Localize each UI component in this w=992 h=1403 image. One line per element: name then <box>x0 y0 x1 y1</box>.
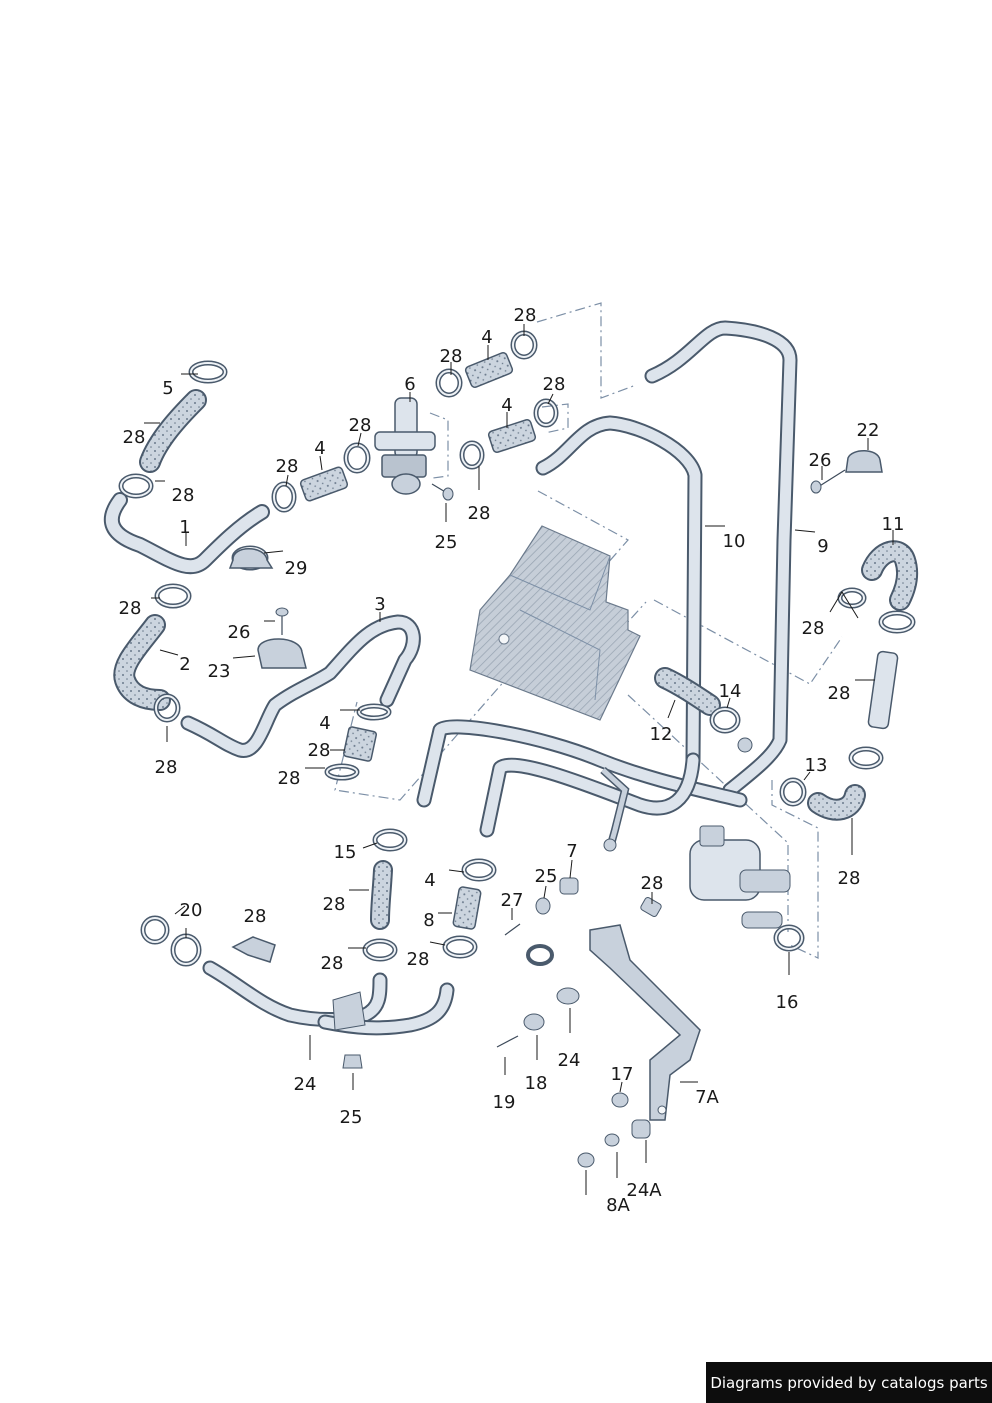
callout-label: 4 <box>314 438 325 459</box>
callout-label: 28 <box>838 868 861 889</box>
callout-label: 12 <box>650 724 673 745</box>
callout-label: 26 <box>228 622 251 643</box>
callout-label: 25 <box>340 1107 363 1128</box>
callout-label: 6 <box>404 374 415 395</box>
callout-label: 20 <box>180 900 203 921</box>
callout-label: 7A <box>695 1087 719 1108</box>
footer-credit: Diagrams provided by catalogs parts <box>706 1362 992 1403</box>
callout-label: 7 <box>566 841 577 862</box>
callout-label: 29 <box>285 558 308 579</box>
callout-label: 1 <box>179 517 190 538</box>
heat-shield-panel <box>469 525 641 721</box>
callout-label: 3 <box>374 594 385 615</box>
callout-label: 24 <box>558 1050 581 1071</box>
bracket-17 <box>589 924 701 1121</box>
callout-label: 28 <box>123 427 146 448</box>
callout-label: 24 <box>294 1074 317 1095</box>
callout-label: 15 <box>334 842 357 863</box>
bracket-22 <box>810 450 883 494</box>
callout-label: 28 <box>828 683 851 704</box>
callout-label: 25 <box>535 866 558 887</box>
callout-label: 28 <box>514 305 537 326</box>
callout-label: 8 <box>423 910 434 931</box>
callout-label: 14 <box>719 681 742 702</box>
callout-label: 23 <box>208 661 231 682</box>
callout-label: 16 <box>776 992 799 1013</box>
callout-label: 8A <box>606 1195 630 1216</box>
callout-label: 28 <box>119 598 142 619</box>
callout-label: 10 <box>723 531 746 552</box>
callout-label: 4 <box>424 870 435 891</box>
callout-label: 28 <box>407 949 430 970</box>
callout-label: 13 <box>805 755 828 776</box>
hose-clamps <box>118 330 916 967</box>
callout-label: 28 <box>468 503 491 524</box>
callout-label: 28 <box>349 415 372 436</box>
electric-pump <box>689 825 791 929</box>
callout-label: 18 <box>525 1073 548 1094</box>
callout-label: 11 <box>882 514 905 535</box>
callout-label: 28 <box>308 740 331 761</box>
callout-label: 28 <box>276 456 299 477</box>
clip-29 <box>228 548 274 569</box>
callout-label: 2 <box>179 654 190 675</box>
callout-label: 28 <box>440 346 463 367</box>
callout-label: 26 <box>809 450 832 471</box>
callout-label: 24A <box>626 1180 662 1201</box>
callout-label: 5 <box>162 378 173 399</box>
assembly-lines <box>334 302 843 959</box>
callout-label: 28 <box>323 894 346 915</box>
callout-label: 28 <box>155 757 178 778</box>
callout-label: 4 <box>501 395 512 416</box>
callout-label: 4 <box>319 713 330 734</box>
rigid-pipes <box>103 320 798 1036</box>
callout-labels: 28 4 28 6 4 28 28 5 28 28 4 28 1 25 28 2… <box>119 305 905 1216</box>
callout-label: 4 <box>481 327 492 348</box>
callout-label: 28 <box>543 374 566 395</box>
leader-lines <box>144 324 894 1195</box>
callout-label: 25 <box>435 532 458 553</box>
screw-25-upper <box>431 483 454 501</box>
callout-label: 28 <box>172 485 195 506</box>
flexible-hoses <box>113 389 919 930</box>
callout-label: 28 <box>278 768 301 789</box>
callout-label: 19 <box>493 1092 516 1113</box>
callout-label: 28 <box>244 906 267 927</box>
callout-label: 9 <box>817 536 828 557</box>
bracket-23 <box>257 607 307 669</box>
small-parts <box>231 737 753 1168</box>
callout-label: 17 <box>611 1064 634 1085</box>
callout-label: 28 <box>321 953 344 974</box>
callout-label: 27 <box>501 890 524 911</box>
callout-label: 28 <box>641 873 664 894</box>
valve-6 <box>374 397 436 495</box>
callout-label: 22 <box>857 420 880 441</box>
callout-label: 28 <box>802 618 825 639</box>
hose-sections <box>299 352 899 930</box>
